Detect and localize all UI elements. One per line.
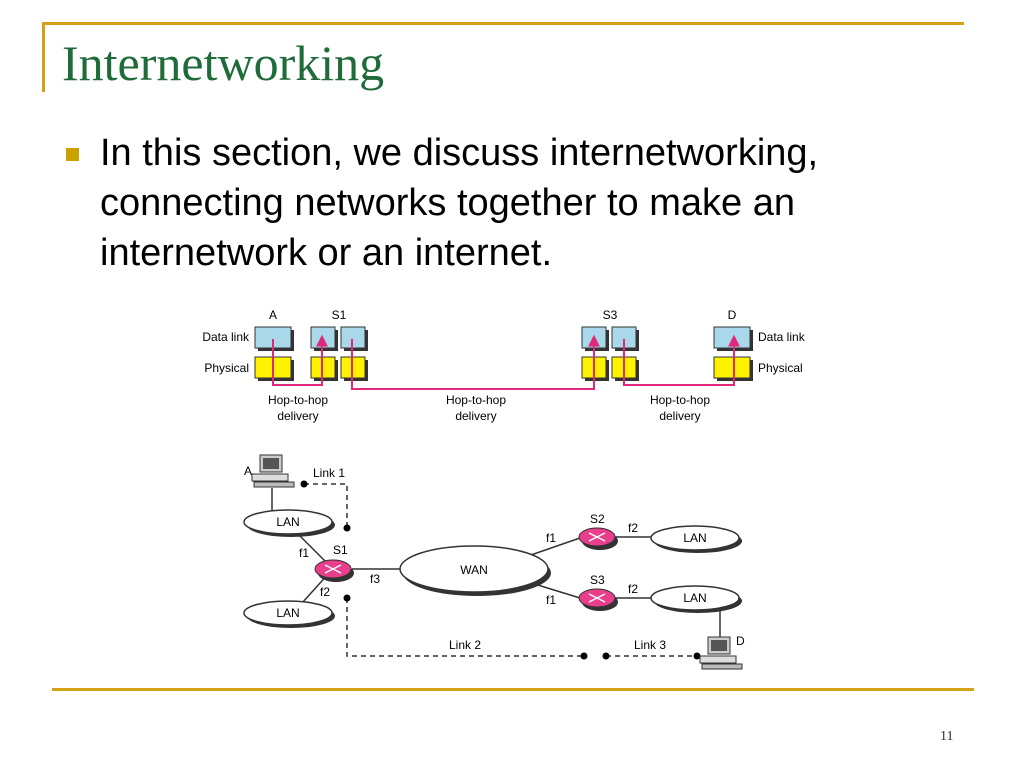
s3-interface-f2: f2	[628, 582, 638, 596]
router-s2-icon	[578, 527, 618, 550]
svg-text:delivery: delivery	[455, 409, 496, 423]
svg-text:WAN: WAN	[460, 563, 488, 577]
s1-interface-f3: f3	[370, 572, 380, 586]
svg-text:Hop-to-hop: Hop-to-hop	[268, 393, 328, 407]
lan-top-right: LAN	[650, 525, 742, 553]
page-number: 11	[940, 729, 954, 744]
link-label-1: Link 1	[313, 466, 345, 480]
dashed-links	[304, 483, 697, 657]
lan-top-left: LAN	[243, 509, 335, 537]
s1-interface-f2: f2	[320, 585, 330, 599]
bullet-square-icon	[66, 148, 79, 161]
svg-text:LAN: LAN	[276, 515, 299, 529]
s1-interface-f1: f1	[299, 546, 309, 560]
svg-text:LAN: LAN	[683, 591, 706, 605]
s2-interface-f1: f1	[546, 531, 556, 545]
svg-text:LAN: LAN	[276, 606, 299, 620]
wan-cloud: WAN	[399, 545, 551, 596]
node-s3-stack	[581, 326, 639, 381]
svg-text:Hop-to-hop: Hop-to-hop	[446, 393, 506, 407]
layer-label-data-link-right: Data link	[758, 330, 806, 344]
node-s1-stack	[310, 326, 368, 381]
s2-interface-f2: f2	[628, 521, 638, 535]
network-links	[271, 488, 721, 637]
link-label-2: Link 2	[449, 638, 481, 652]
layer-node-label-d: D	[728, 308, 737, 322]
bottom-accent-line	[52, 688, 974, 691]
s3-interface-f1: f1	[546, 593, 556, 607]
left-accent-line	[42, 22, 45, 92]
layer-node-label-a: A	[269, 308, 277, 322]
host-label-a: A	[244, 464, 252, 478]
router-label-s2: S2	[590, 512, 605, 526]
svg-text:Hop-to-hop: Hop-to-hop	[650, 393, 710, 407]
layer-label-physical-left: Physical	[204, 361, 249, 375]
link-label-3: Link 3	[634, 638, 666, 652]
router-s1-icon	[314, 559, 354, 582]
layer-label-data-link-left: Data link	[202, 330, 250, 344]
svg-text:LAN: LAN	[683, 531, 706, 545]
delivery-path-2	[351, 334, 600, 390]
router-s3-icon	[578, 588, 618, 611]
node-a-stack	[254, 326, 294, 381]
delivery-label-3: Hop-to-hop delivery	[650, 393, 710, 423]
router-label-s3: S3	[590, 573, 605, 587]
slide-title: Internetworking	[62, 35, 385, 91]
delivery-path-3	[623, 334, 740, 386]
lan-bottom-left: LAN	[243, 600, 335, 628]
host-label-d: D	[736, 634, 745, 648]
layer-node-label-s1: S1	[332, 308, 347, 322]
router-label-s1: S1	[333, 543, 348, 557]
link-endpoints	[300, 480, 701, 660]
delivery-label-1: Hop-to-hop delivery	[268, 393, 328, 423]
delivery-label-2: Hop-to-hop delivery	[446, 393, 506, 423]
bullet-text: In this section, we discuss internetwork…	[100, 132, 819, 274]
layer-label-physical-right: Physical	[758, 361, 803, 375]
top-accent-line	[42, 22, 964, 25]
svg-text:delivery: delivery	[659, 409, 700, 423]
computer-d-icon	[699, 636, 743, 670]
delivery-path-1	[272, 334, 328, 386]
lan-bottom-right: LAN	[650, 585, 742, 613]
svg-text:delivery: delivery	[277, 409, 318, 423]
computer-a-icon	[251, 454, 295, 488]
layer-node-label-s3: S3	[603, 308, 618, 322]
